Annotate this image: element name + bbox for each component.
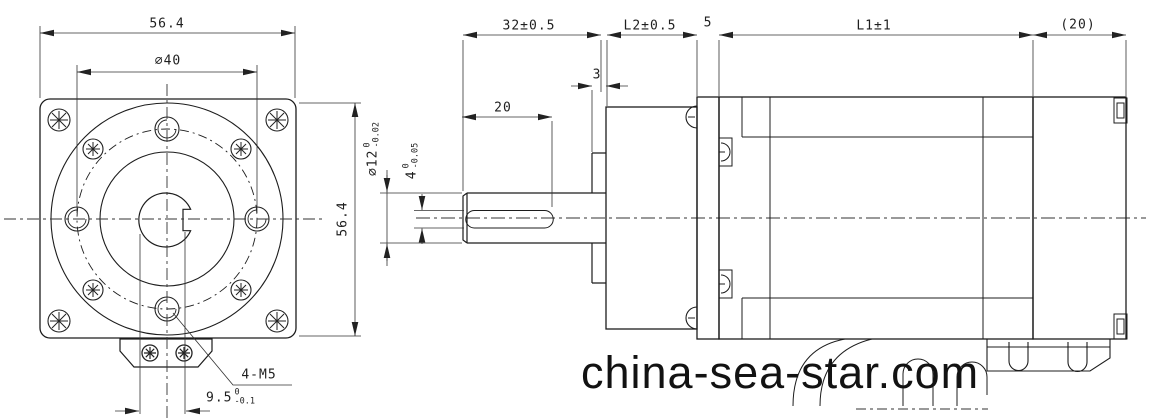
corner-screw-icon	[265, 309, 289, 333]
dim-label-overall-width: 56.4	[149, 16, 185, 32]
connector-screw-icon	[175, 344, 193, 362]
assembly-screw-icon	[82, 138, 104, 160]
front-connector	[119, 338, 213, 368]
side-view-dimensions	[380, 31, 1127, 266]
output-shaft	[462, 192, 606, 244]
corner-screw-icon	[265, 108, 289, 132]
dim-label-shaft-extension: 32±0.5	[502, 18, 556, 34]
front-view	[4, 84, 322, 419]
dim-label-overall-height: 56.4	[335, 201, 351, 237]
flange-outline	[39, 98, 297, 339]
side-view	[416, 96, 1146, 410]
tolerance-stack: 0-0.05	[401, 142, 421, 169]
dim-label-motor-length: L1±1	[856, 18, 892, 34]
centerlines	[4, 84, 322, 419]
connector-screw-icon	[141, 344, 159, 362]
terminal-pin	[1067, 342, 1088, 373]
terminal-connector	[986, 339, 1111, 373]
front-view-dimensions	[39, 26, 361, 415]
dim-label-thread-callout: 4-M5	[241, 367, 277, 383]
assembly-screw-icon	[230, 279, 252, 301]
tolerance-stack: 0-0.02	[362, 121, 382, 148]
corner-screw-icon	[47, 108, 71, 132]
motor-screw-head	[718, 137, 733, 299]
shaft-hole-keyway	[138, 192, 192, 248]
lead-wires	[792, 338, 988, 410]
dim-label-bolt-circle: ⌀40	[154, 53, 182, 69]
flange-screw-head	[685, 306, 698, 330]
dim-label-gearbox-length: L2±0.5	[623, 18, 677, 34]
corner-screw-icon	[47, 309, 71, 333]
pilot-boss	[591, 152, 606, 284]
assembly-screw-icon	[230, 138, 252, 160]
keyway-slot	[465, 210, 554, 229]
dim-label-flange-thickness: 5	[703, 15, 713, 31]
watermark: china-sea-star.com	[581, 347, 980, 398]
flange-screw-head	[685, 105, 698, 129]
assembly-screw-icon	[82, 279, 104, 301]
thread-callout-leader	[172, 312, 292, 386]
dim-label-pilot-boss: 3	[592, 67, 602, 83]
tolerance-stack: 0-0.1	[234, 387, 255, 407]
dim-label-keyway-length: 20	[494, 100, 512, 116]
dim-label-rear-cover: (20)	[1060, 17, 1096, 33]
rear-cover	[1032, 96, 1128, 340]
terminal-pin	[1008, 342, 1029, 372]
